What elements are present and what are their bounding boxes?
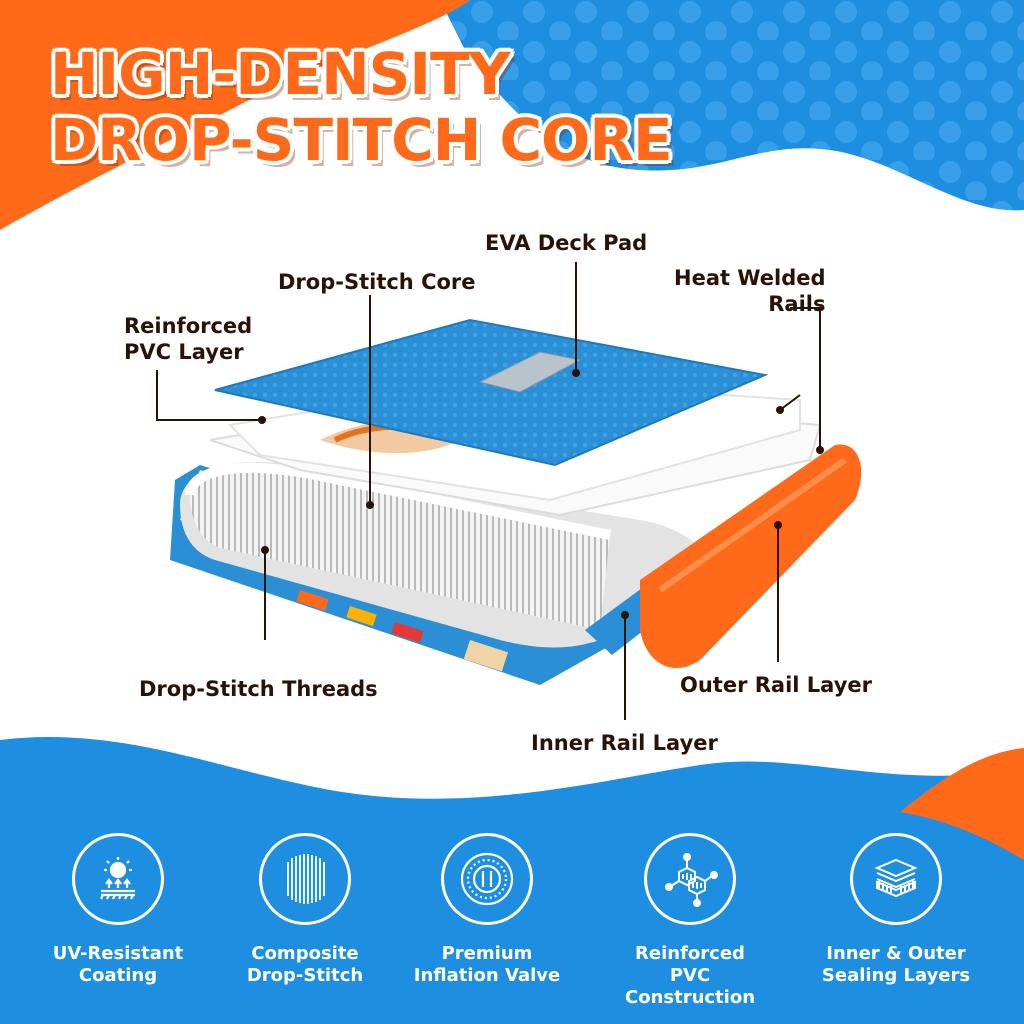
feature-label-line1: Composite bbox=[251, 943, 359, 964]
layers-icon bbox=[850, 833, 942, 925]
callout-reinforced-pvc-layer: Reinforced PVC Layer bbox=[124, 313, 252, 365]
callout-drop-stitch-threads: Drop-Stitch Threads bbox=[139, 677, 378, 701]
feature-premium-valve: Premium Inflation Valve bbox=[402, 833, 572, 987]
callout-drop-stitch-core: Drop-Stitch Core bbox=[278, 270, 476, 294]
valve-icon bbox=[441, 833, 533, 925]
bottom-orange-wave bbox=[900, 748, 1024, 860]
callout-heat-welded-rails: Heat Welded Rails bbox=[674, 265, 826, 317]
outer-rail bbox=[640, 444, 862, 669]
feature-label-line1: Premium bbox=[441, 943, 533, 964]
title-line-2: DROP-STITCH CORE bbox=[49, 105, 675, 176]
uv-sun-icon bbox=[72, 833, 164, 925]
feature-uv-resistant: UV-Resistant Coating bbox=[33, 833, 203, 987]
feature-label-line2: PVC Construction bbox=[624, 965, 756, 1008]
feature-label-line2: Coating bbox=[78, 965, 158, 986]
molecule-icon bbox=[644, 833, 736, 925]
feature-label-line1: Reinforced bbox=[635, 943, 745, 964]
feature-label-line2: Sealing Layers bbox=[821, 965, 971, 986]
callout-heat-line2: Rails bbox=[768, 292, 826, 316]
drop-stitch-lines-icon bbox=[259, 833, 351, 925]
eva-deck-pad bbox=[214, 318, 769, 467]
feature-sealing-layers: Inner & Outer Sealing Layers bbox=[811, 833, 981, 987]
top-orange-wave bbox=[0, 0, 470, 230]
feature-label-line2: Drop-Stitch bbox=[246, 965, 364, 986]
callout-inner-rail-layer: Inner Rail Layer bbox=[531, 731, 718, 755]
callout-pvc-line2: PVC Layer bbox=[124, 340, 244, 364]
callout-outer-rail-layer: Outer Rail Layer bbox=[680, 673, 872, 697]
feature-label-line1: Inner & Outer bbox=[826, 943, 966, 964]
callout-pvc-line1: Reinforced bbox=[124, 314, 253, 338]
feature-label-line1: UV-Resistant bbox=[52, 943, 184, 964]
feature-label-line2: Inflation Valve bbox=[413, 965, 561, 986]
feature-composite-drop-stitch: Composite Drop-Stitch bbox=[220, 833, 390, 987]
title-line-1: HIGH-DENSITY bbox=[49, 39, 513, 110]
feature-reinforced-pvc: Reinforced PVC Construction bbox=[605, 833, 775, 1009]
callout-heat-line1: Heat Welded bbox=[674, 266, 826, 290]
callout-eva-deck-pad: EVA Deck Pad bbox=[485, 231, 648, 255]
